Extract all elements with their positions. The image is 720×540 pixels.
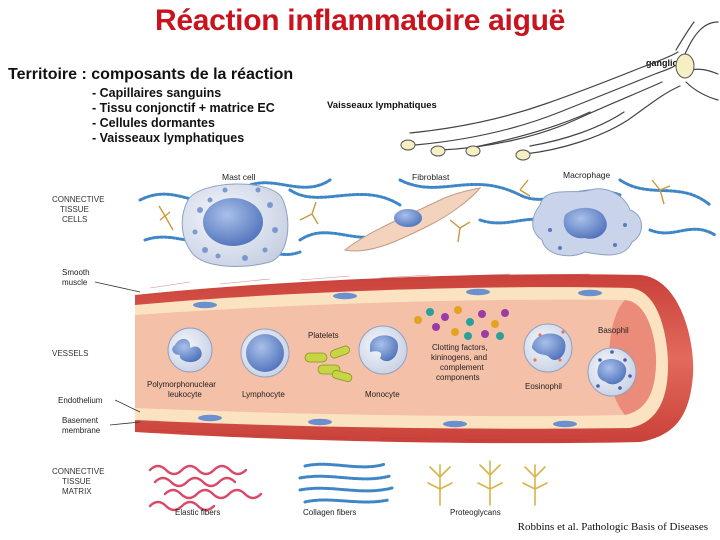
territory-item-lymphatics: - Vaisseaux lymphatiques bbox=[92, 131, 245, 145]
section-label-matrix-3: MATRIX bbox=[62, 487, 92, 496]
clotting-label-line3: complement bbox=[440, 363, 484, 372]
vessels-label: VESSELS bbox=[52, 349, 88, 358]
clotting-label-line1: Clotting factors, bbox=[432, 343, 488, 352]
section-label-matrix-1: CONNECTIVE bbox=[52, 467, 104, 476]
clotting-label-line2: kininogens, and bbox=[431, 353, 487, 362]
source-credit: Robbins et al. Pathologic Basis of Disea… bbox=[517, 521, 708, 533]
lymph-vessels-label: Vaisseaux lymphatiques bbox=[327, 100, 437, 111]
basement-membrane-label-1: Basement bbox=[62, 416, 99, 425]
proteoglycans-label: Proteoglycans bbox=[450, 508, 501, 517]
mast-cell-label: Mast cell bbox=[222, 172, 256, 182]
endothelium-label: Endothelium bbox=[58, 396, 103, 405]
collagen-fibers bbox=[298, 462, 394, 504]
elastic-fibers-label: Elastic fibers bbox=[175, 508, 220, 517]
mast-cell bbox=[181, 183, 289, 267]
basophil bbox=[587, 347, 637, 397]
fibroblast-label: Fibroblast bbox=[412, 172, 450, 182]
page-title: Réaction inflammatoire aiguë bbox=[154, 4, 566, 37]
territory-item-dormant-cells: - Cellules dormantes bbox=[92, 116, 215, 130]
clotting-factor-molecules bbox=[414, 306, 509, 340]
tissue-diagram: Mast cell Fibroblast Macrophage bbox=[52, 170, 717, 517]
basement-membrane-label-2: membrane bbox=[62, 426, 101, 435]
proteoglycans bbox=[427, 460, 548, 506]
pmn-leukocyte bbox=[167, 327, 213, 373]
elastic-fibers bbox=[148, 464, 263, 512]
smooth-muscle-label-1: Smooth bbox=[62, 268, 90, 277]
section-label-cells-2: TISSUE bbox=[60, 205, 89, 214]
section-label-cells-3: CELLS bbox=[62, 215, 87, 224]
lymphatic-vessels-sketch bbox=[400, 21, 719, 161]
territory-heading: Territoire : composants de la réaction bbox=[8, 66, 294, 83]
section-label-cells-1: CONNECTIVE bbox=[52, 195, 104, 204]
pmn-label-line2: leukocyte bbox=[168, 390, 202, 399]
collagen-fibers-label: Collagen fibers bbox=[303, 508, 356, 517]
basophil-label: Basophil bbox=[598, 326, 629, 335]
territory-item-connective: - Tissu conjonctif + matrice EC bbox=[92, 101, 275, 115]
territory-item-capillaries: - Capillaires sanguins bbox=[92, 86, 222, 100]
macrophage bbox=[532, 188, 642, 257]
platelets-label: Platelets bbox=[308, 331, 339, 340]
monocyte-label: Monocyte bbox=[365, 390, 400, 399]
macrophage-label: Macrophage bbox=[563, 170, 611, 180]
clotting-label-line4: components bbox=[436, 373, 480, 382]
section-label-matrix-2: TISSUE bbox=[62, 477, 91, 486]
platelets bbox=[304, 345, 353, 382]
eosinophil bbox=[523, 323, 573, 373]
monocyte bbox=[358, 325, 408, 375]
pmn-label-line1: Polymorphonuclear bbox=[147, 380, 216, 389]
smooth-muscle-label-2: muscle bbox=[62, 278, 88, 287]
lymphocyte-label: Lymphocyte bbox=[242, 390, 285, 399]
fibroblast bbox=[343, 187, 482, 252]
eosinophil-label: Eosinophil bbox=[525, 382, 562, 391]
ganglion-label: ganglion bbox=[646, 58, 684, 68]
lymphocyte bbox=[240, 328, 290, 378]
